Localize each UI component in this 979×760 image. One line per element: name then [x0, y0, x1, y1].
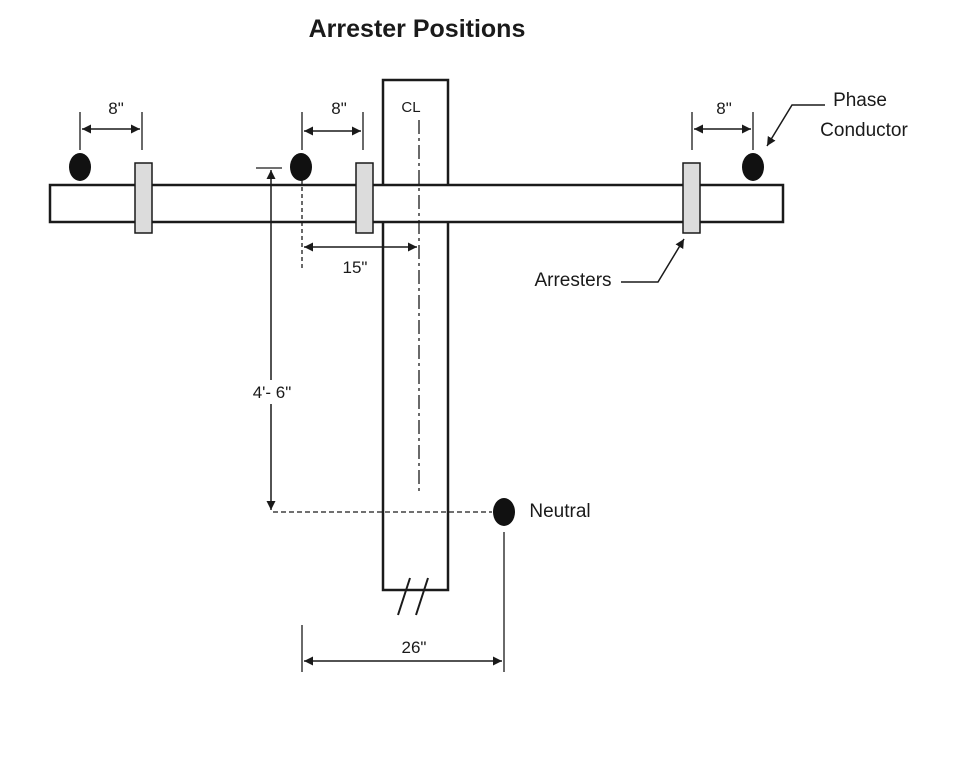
dimension-label-4-6: 4'- 6": [253, 383, 292, 402]
arrester-right: [682, 162, 701, 234]
dimension-crossarm-to-neutral: 4'- 6": [244, 167, 492, 513]
centerline-label: CL: [401, 99, 420, 116]
phase-conductor-callout: Phase Conductor: [766, 90, 908, 147]
dimension-label-right-spacing: 8": [716, 99, 732, 118]
phase-conductor-right: [742, 153, 764, 181]
dimension-center-spacing: 8": [301, 99, 364, 150]
dimension-label-26: 26": [402, 638, 427, 657]
phase-conductor-center: [290, 153, 312, 181]
dimension-right-spacing: 8": [691, 99, 754, 150]
pole-break-mark: [397, 577, 411, 616]
dimension-label-left-spacing: 8": [108, 99, 124, 118]
pole-break-mark: [415, 577, 429, 616]
diagram-title: Arrester Positions: [309, 15, 526, 43]
dimension-neutral-offset: 26": [301, 532, 505, 672]
dimension-label-15: 15": [343, 258, 368, 277]
neutral-label: Neutral: [529, 501, 590, 522]
dimension-left-spacing: 8": [79, 99, 143, 150]
dimension-conductor-to-centerline: 15": [301, 180, 417, 277]
arrester-left: [134, 162, 153, 234]
phase-conductor-label-line2: Conductor: [820, 120, 908, 141]
arresters-label: Arresters: [534, 270, 611, 291]
crossarm: [48, 183, 785, 224]
arresters-callout: Arresters: [534, 238, 685, 291]
phase-conductor-left: [69, 153, 91, 181]
centerline-symbol: CL: [401, 99, 420, 116]
arrester-center: [355, 162, 374, 234]
neutral-conductor: [493, 498, 515, 526]
dimension-label-center-spacing: 8": [331, 99, 347, 118]
phase-conductor-label-line1: Phase: [833, 90, 887, 111]
pole: [381, 78, 450, 592]
